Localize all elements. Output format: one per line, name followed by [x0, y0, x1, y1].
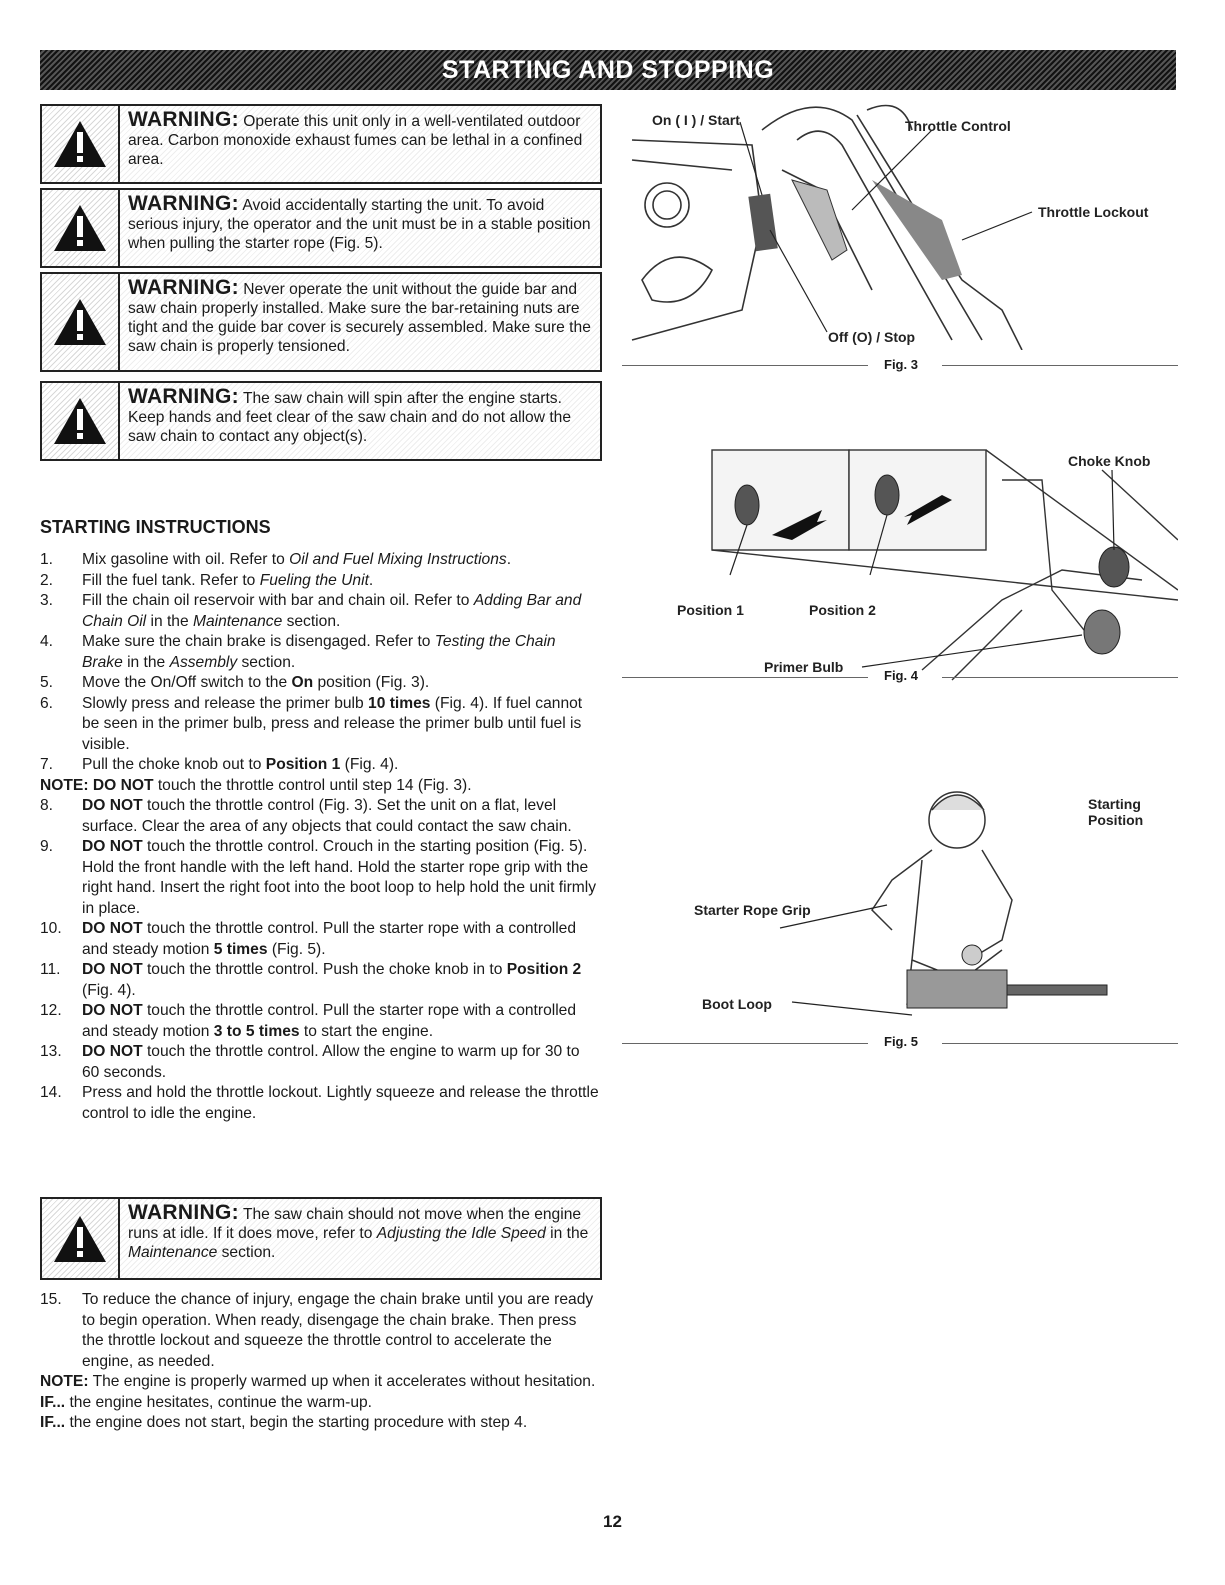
throttle-lockout — [872, 180, 962, 280]
guide-bar — [1006, 984, 1108, 996]
list-item: 1.Mix gasoline with oil. Refer to Oil an… — [40, 551, 512, 568]
if-item: IF... the engine does not start, begin t… — [40, 1414, 528, 1431]
list-item: 6.Slowly press and release the primer bu… — [40, 694, 583, 753]
starting-position-illustration — [779, 791, 1108, 1016]
figure-3: On ( I ) / Start Throttle Control Thrott… — [622, 100, 1178, 372]
label-off-stop: Off (O) / Stop — [828, 329, 916, 345]
warning-label: WARNING: — [128, 276, 239, 299]
warning-icon — [42, 274, 120, 370]
label-throttle-lockout: Throttle Lockout — [1038, 204, 1149, 220]
note-item: NOTE: The engine is properly warmed up w… — [40, 1373, 596, 1390]
list-item: 4.Make sure the chain brake is disengage… — [40, 633, 556, 671]
if-item: IF... the engine hesitates, continue the… — [40, 1393, 373, 1411]
label-on-start: On ( I ) / Start — [652, 112, 740, 128]
list-item: 10.DO NOT touch the throttle control. Pu… — [40, 920, 577, 958]
warning-icon — [42, 106, 120, 182]
list-item: 8.DO NOT touch the throttle control (Fig… — [40, 797, 572, 835]
label-position-2: Position 2 — [809, 602, 876, 618]
warning-icon — [42, 383, 120, 459]
section-banner: STARTING AND STOPPING — [40, 50, 1176, 90]
steps-list: 1.Mix gasoline with oil. Refer to Oil an… — [40, 550, 600, 1124]
on-off-switch — [748, 193, 778, 252]
figure-caption: Fig. 5 — [884, 1034, 918, 1049]
chainsaw-handle-illustration — [631, 104, 1033, 350]
list-item: 9.DO NOT touch the throttle control. Cro… — [40, 838, 597, 917]
list-item: 11.DO NOT touch the throttle control. Pu… — [40, 961, 582, 999]
section-heading: STARTING INSTRUCTIONS — [40, 517, 271, 537]
label-primer-bulb: Primer Bulb — [764, 659, 844, 675]
warning-box-guide-bar: WARNING: Never operate the unit without … — [40, 272, 602, 372]
figure-caption: Fig. 4 — [884, 668, 918, 683]
warning-box-accidental-start: WARNING: Avoid accidentally starting the… — [40, 188, 602, 268]
label-position-1: Position 1 — [677, 602, 744, 618]
warning-box-saw-chain-spin: WARNING: The saw chain will spin after t… — [40, 381, 602, 461]
warning-box-ventilation: WARNING: Operate this unit only in a wel… — [40, 104, 602, 184]
label-boot-loop: Boot Loop — [702, 996, 772, 1012]
figure-caption: Fig. 3 — [884, 357, 918, 372]
warning-text: Avoid accidentally starting the unit. To… — [128, 197, 591, 252]
label-choke-knob: Choke Knob — [1068, 453, 1151, 469]
warning-text: Never operate the unit without the guide… — [128, 281, 591, 355]
warning-text: Operate this unit only in a well-ventila… — [128, 113, 583, 168]
list-item: 15.To reduce the chance of injury, engag… — [40, 1291, 594, 1370]
list-item: 5.Move the On/Off switch to the On posit… — [40, 674, 430, 691]
steps-list-continued: 15.To reduce the chance of injury, engag… — [40, 1290, 600, 1434]
warning-label: WARNING: — [128, 1201, 239, 1224]
page-number: 12 — [603, 1512, 622, 1531]
warning-box-idle-speed: WARNING: The saw chain should not move w… — [40, 1197, 602, 1280]
saw-body — [906, 969, 1008, 1009]
figure-4: Choke Knob Position 1 Position 2 Primer … — [622, 440, 1178, 690]
label-starting-position: Starting Position — [1088, 796, 1144, 828]
list-item: 12.DO NOT touch the throttle control. Pu… — [40, 1002, 577, 1040]
label-throttle-control: Throttle Control — [905, 118, 1011, 134]
warning-text: The saw chain will spin after the engine… — [128, 390, 571, 445]
page-title: STARTING AND STOPPING — [441, 55, 775, 84]
warning-label: WARNING: — [128, 385, 239, 408]
warning-icon — [42, 190, 120, 266]
list-item: 7.Pull the choke knob out to Position 1 … — [40, 756, 399, 773]
list-item: 14.Press and hold the throttle lockout. … — [40, 1084, 599, 1122]
warning-icon — [42, 1199, 120, 1278]
list-item: 13.DO NOT touch the throttle control. Al… — [40, 1043, 580, 1081]
warning-label: WARNING: — [128, 192, 239, 215]
note-item: NOTE: DO NOT touch the throttle control … — [40, 776, 472, 794]
choke-primer-illustration — [711, 449, 1178, 681]
list-item: 3.Fill the chain oil reservoir with bar … — [40, 592, 582, 630]
figure-5: Starting Position Starter Rope Grip Boot… — [622, 780, 1178, 1060]
warning-label: WARNING: — [128, 108, 239, 131]
list-item: 2.Fill the fuel tank. Refer to Fueling t… — [40, 571, 374, 589]
label-starter-rope-grip: Starter Rope Grip — [694, 902, 811, 918]
